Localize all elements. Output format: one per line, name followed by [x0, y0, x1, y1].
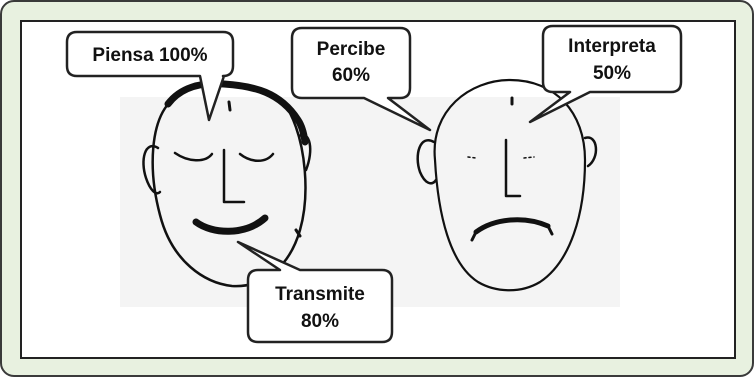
- callout-interpreta-line1: Interpreta: [568, 36, 656, 57]
- callout-piensa-text: Piensa 100%: [92, 45, 207, 66]
- callout-percibe-line1: Percibe: [317, 39, 386, 60]
- callout-interpreta-line2: 50%: [593, 63, 631, 84]
- callout-percibe-line2: 60%: [332, 65, 370, 86]
- forehead-mark-left: [229, 102, 230, 110]
- callout-transmite-line2: 80%: [301, 311, 339, 332]
- callout-transmite-line1: Transmite: [275, 284, 365, 305]
